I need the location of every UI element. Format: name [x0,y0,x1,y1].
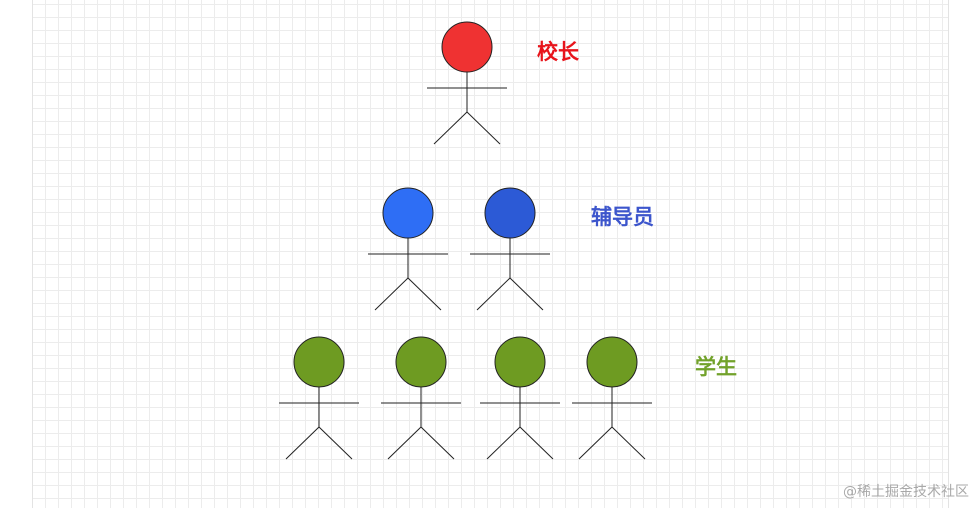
head [484,187,536,239]
right-leg [420,426,455,460]
student-label: 学生 [695,355,737,379]
left-leg [387,426,422,460]
student-figure-4 [572,336,652,460]
right-leg [611,426,646,460]
head [382,187,434,239]
right-leg [509,277,544,311]
right-leg [407,277,442,311]
head [494,336,546,388]
student-figure-3 [480,336,560,460]
right-leg [318,426,353,460]
left-leg [285,426,320,460]
head [441,21,493,73]
counselor-figure-1 [368,187,448,311]
student-figure-2 [381,336,461,460]
left-leg [486,426,521,460]
head [293,336,345,388]
left-leg [433,111,468,145]
head [395,336,447,388]
right-leg [519,426,554,460]
canvas-left-border [32,0,33,508]
left-leg [578,426,613,460]
counselor-label: 辅导员 [591,205,654,229]
left-leg [374,277,409,311]
left-leg [476,277,511,311]
canvas-right-border [948,0,949,508]
principal-label: 校长 [537,40,579,64]
student-figure-1 [279,336,359,460]
counselor-figure-2 [470,187,550,311]
watermark: @稀土掘金技术社区 [843,484,969,500]
principal-figure [427,21,507,145]
right-leg [466,111,501,145]
head [586,336,638,388]
